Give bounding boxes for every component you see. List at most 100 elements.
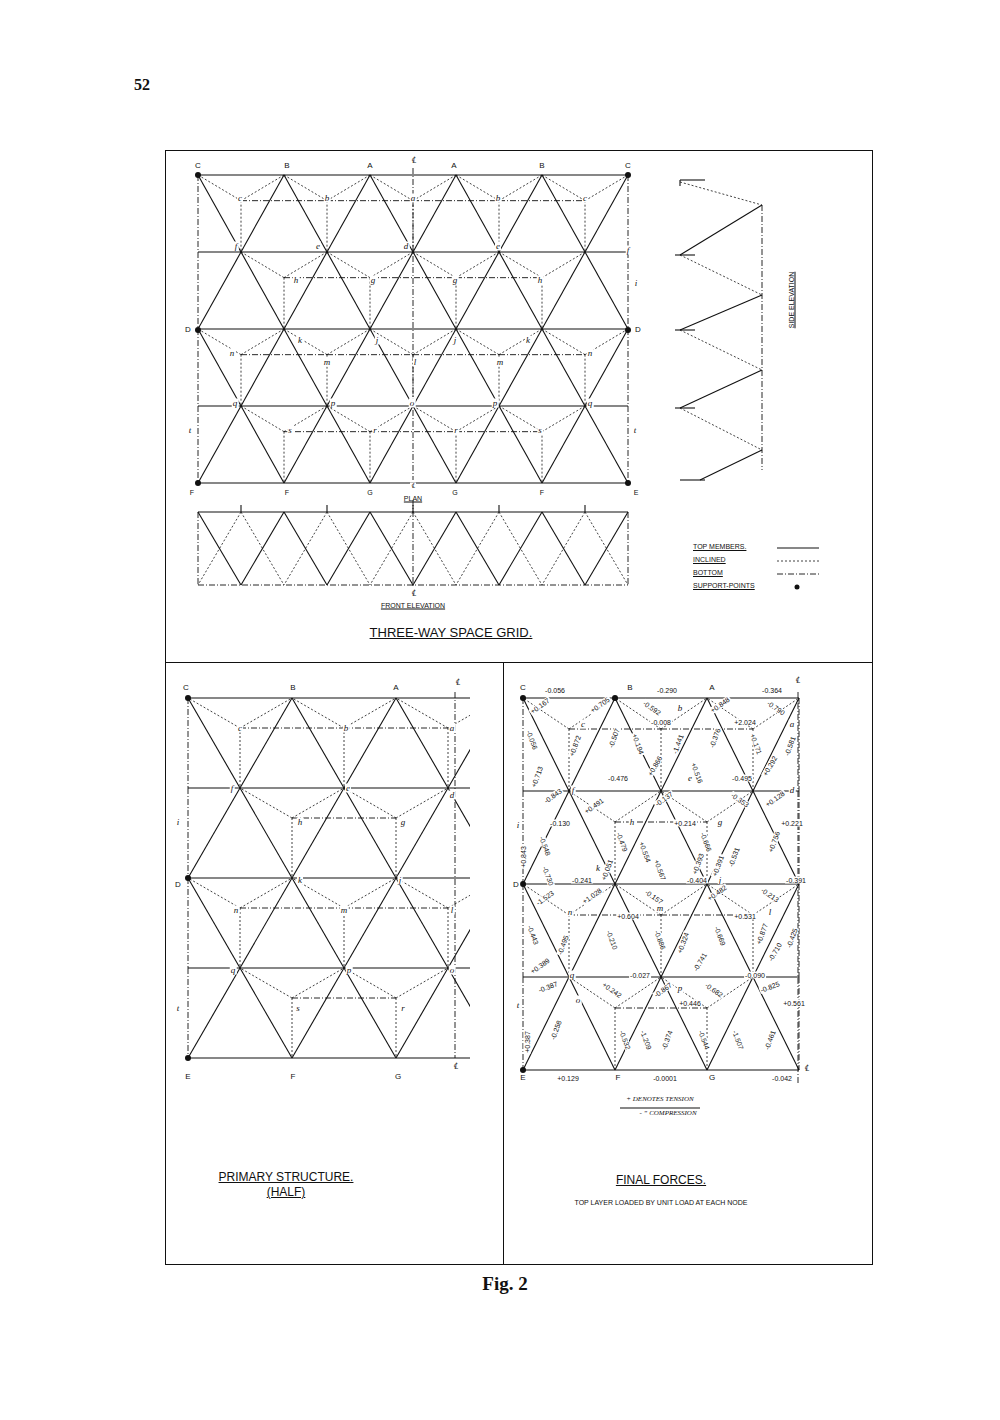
member-line [284, 175, 327, 252]
force-value: -0.241 [571, 877, 593, 884]
force-value: +2.024 [733, 719, 757, 726]
member-line [344, 698, 396, 728]
node-letter: t [516, 1001, 521, 1010]
member-line [499, 512, 542, 585]
member-line [198, 252, 241, 329]
node-letter: f [626, 246, 631, 255]
support-point [520, 881, 526, 887]
member-line [198, 406, 241, 483]
force-value: -0.548 [538, 835, 552, 858]
node-letter: m [323, 358, 332, 367]
member-line [499, 175, 542, 201]
member-line [370, 175, 413, 252]
member-line [240, 878, 292, 908]
member-line [292, 968, 344, 998]
member-line [284, 175, 327, 201]
member-line [456, 512, 499, 585]
force-value: A [366, 162, 373, 170]
member-line [327, 252, 370, 278]
legend: TOP MEMBERS.INCLINEDBOTTOMSUPPORT-POINTS [693, 543, 755, 595]
member-line [240, 878, 292, 968]
member-line [777, 561, 819, 562]
member-line [284, 431, 370, 432]
force-value: -0.581 [783, 735, 797, 758]
member-line [396, 878, 448, 908]
force-value: +0.129 [556, 1075, 580, 1082]
legend-text: INCLINED [693, 556, 726, 563]
member-line [675, 254, 695, 255]
legend-row: TOP MEMBERS. [693, 543, 755, 556]
member-line [680, 255, 762, 295]
member-line [396, 788, 448, 818]
force-value: B [283, 162, 290, 170]
member-line [241, 252, 284, 329]
member-line [585, 175, 628, 201]
panel-title: FINAL FORCES. [616, 1173, 706, 1188]
force-value: -0.258 [549, 1019, 563, 1042]
legend-text: TOP MEMBERS. [693, 543, 746, 550]
member-line [569, 977, 615, 1008]
node-letter: m [496, 358, 505, 367]
force-value: -0.507 [607, 727, 621, 750]
force-value: -1.441 [671, 733, 685, 756]
force-value: C [194, 162, 202, 170]
node-letter: b [677, 704, 684, 713]
drawing-label: FRONT ELEVATION [380, 602, 446, 609]
force-value: -0.404 [686, 877, 708, 884]
member-line [344, 908, 345, 968]
member-line [753, 977, 799, 1070]
member-line [499, 175, 542, 252]
member-line [240, 505, 241, 512]
member-line [241, 329, 284, 355]
member-line [523, 977, 569, 1070]
grid-group [675, 180, 762, 480]
member-line [413, 512, 456, 585]
member-line [542, 406, 585, 483]
force-value: -1.507 [731, 1029, 745, 1052]
member-line [585, 329, 628, 406]
node-letter: r [400, 1004, 406, 1013]
member-line [762, 205, 763, 470]
node-letter: - ” COMPRESSION [638, 1110, 697, 1117]
member-line [628, 512, 629, 585]
member-line [413, 200, 499, 201]
member-line [777, 574, 819, 575]
member-line [620, 1107, 700, 1108]
force-value: +0.446 [678, 1000, 702, 1007]
member-line [615, 1008, 707, 1009]
force-value: +0.167 [528, 696, 551, 715]
member-line [240, 908, 241, 968]
force-value: -0.741 [692, 951, 709, 973]
member-line [292, 698, 344, 728]
force-value: A [392, 684, 399, 692]
member-line [628, 406, 629, 483]
member-line [707, 791, 753, 884]
node-letter: g [717, 818, 724, 827]
node-letter: h [293, 276, 300, 285]
legend-sample [773, 556, 821, 566]
force-value: -0.056 [544, 687, 566, 694]
support-point [612, 695, 618, 701]
member-line [198, 328, 628, 329]
support-point [195, 327, 201, 333]
member-line [198, 175, 199, 252]
member-line [198, 512, 241, 585]
force-value: -0.042 [771, 1075, 793, 1082]
member-line [499, 252, 542, 278]
force-value: -0.495 [731, 775, 753, 782]
force-value: -0.666 [699, 831, 713, 854]
member-line [240, 728, 241, 788]
member-line [327, 512, 370, 585]
force-value: -0.669 [713, 925, 727, 948]
member-line [615, 791, 661, 822]
force-value: F [539, 489, 545, 496]
node-letter: r [372, 426, 378, 435]
member-line [456, 277, 542, 278]
node-letter: n [567, 908, 574, 917]
member-line [241, 175, 284, 252]
member-line [707, 884, 753, 915]
member-line [396, 788, 448, 878]
node-letter: q [569, 971, 576, 980]
force-value: +0.242 [600, 980, 623, 999]
member-line [615, 1008, 616, 1070]
